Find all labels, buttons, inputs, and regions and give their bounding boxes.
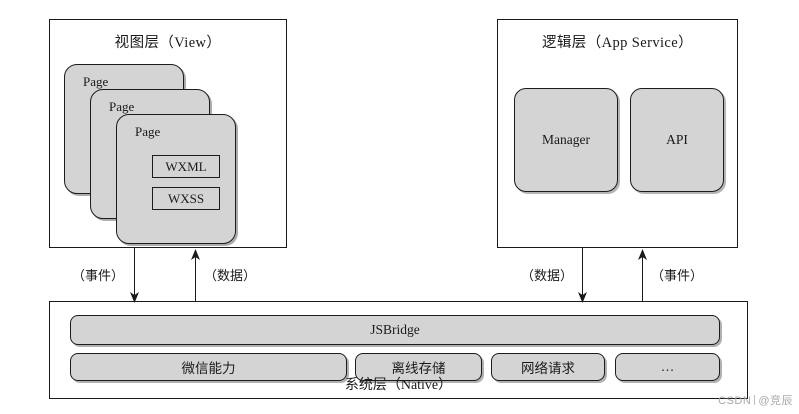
connector-line-view-down bbox=[134, 248, 136, 297]
connector-line-service-up bbox=[642, 254, 644, 301]
native-layer-panel: JSBridge 微信能力 离线存储 网络请求 … 系统层（Native） bbox=[49, 301, 748, 399]
service-layer-panel: 逻辑层（App Service） Manager API bbox=[497, 19, 738, 248]
wxss-box[interactable]: WXSS bbox=[152, 187, 220, 210]
connector-line-service-down bbox=[582, 248, 584, 297]
watermark: CSDN @竞辰 bbox=[718, 392, 793, 408]
capability-box-more[interactable]: … bbox=[615, 353, 720, 381]
connector-arrow-service-down bbox=[578, 292, 587, 303]
connector-label-view-down: （事件） bbox=[72, 268, 125, 283]
watermark-handle: @竞辰 bbox=[758, 395, 793, 407]
native-layer-title: 系统层（Native） bbox=[344, 378, 453, 393]
jsbridge-box[interactable]: JSBridge bbox=[70, 315, 720, 345]
page-card-front[interactable]: Page WXML WXSS bbox=[116, 114, 236, 244]
watermark-brand: CSDN bbox=[718, 395, 752, 407]
page-card-label: Page bbox=[83, 74, 109, 89]
connector-label-service-up: （事件） bbox=[651, 268, 704, 283]
api-box[interactable]: API bbox=[630, 88, 724, 192]
connector-arrow-view-up bbox=[191, 249, 200, 260]
capability-box-wechat[interactable]: 微信能力 bbox=[70, 353, 347, 381]
connector-label-view-up: （数据） bbox=[204, 268, 257, 283]
connector-line-view-up bbox=[195, 254, 197, 301]
connector-arrow-view-down bbox=[130, 292, 139, 303]
wxml-box[interactable]: WXML bbox=[152, 155, 220, 178]
view-layer-panel: 视图层（View） Page Page Page WXML WXSS bbox=[49, 19, 287, 248]
service-layer-title: 逻辑层（App Service） bbox=[542, 35, 693, 51]
connector-arrow-service-up bbox=[638, 249, 647, 260]
manager-box[interactable]: Manager bbox=[514, 88, 618, 192]
capability-box-offline-storage[interactable]: 离线存储 bbox=[355, 353, 482, 381]
page-card-label: Page bbox=[135, 124, 161, 139]
watermark-separator bbox=[754, 395, 756, 405]
page-card-label: Page bbox=[109, 99, 135, 114]
connector-label-service-down: （数据） bbox=[521, 268, 574, 283]
view-layer-title: 视图层（View） bbox=[114, 35, 222, 51]
capability-box-network-request[interactable]: 网络请求 bbox=[491, 353, 605, 381]
